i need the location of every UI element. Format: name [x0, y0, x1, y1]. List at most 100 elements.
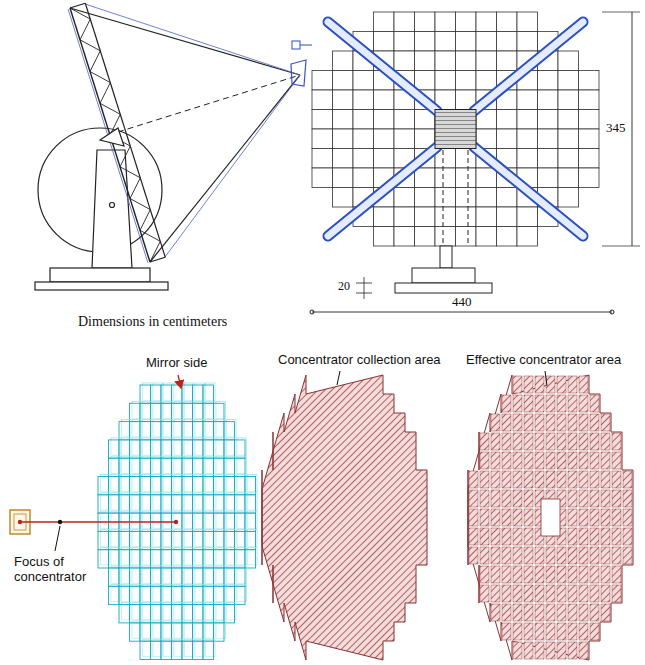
mesh-cell [151, 385, 162, 403]
mirror-facet [476, 71, 497, 91]
effective-cell [546, 452, 555, 469]
area-label: Concentrator collection area [278, 353, 441, 368]
effective-cell [623, 509, 632, 526]
mesh-cell [119, 458, 130, 476]
area-label: Effective concentrator area [466, 353, 621, 368]
cone-line [150, 75, 300, 262]
effective-cell [568, 642, 577, 659]
mesh-cell [193, 403, 204, 421]
mirror-facet [374, 149, 395, 169]
mirror-facet [374, 110, 395, 130]
mesh-cell [214, 513, 225, 531]
effective-cell [480, 433, 489, 450]
mirror-facet [415, 227, 436, 247]
focus-marker [58, 520, 62, 524]
mesh-cell [224, 586, 235, 604]
effective-cell [546, 604, 555, 621]
mesh-cell [151, 550, 162, 568]
mesh-cell [224, 531, 235, 549]
effective-cell [480, 566, 489, 583]
mirror-facet [312, 149, 333, 169]
mesh-cell [172, 458, 183, 476]
effective-cell [612, 547, 621, 564]
effective-cell [513, 490, 522, 507]
mesh-cell [161, 586, 172, 604]
mesh-cell [109, 531, 120, 549]
effective-cell [601, 452, 610, 469]
effective-cell [601, 566, 610, 583]
effective-cell [546, 414, 555, 431]
effective-cell [524, 376, 533, 393]
truss-web [70, 8, 160, 262]
mirror-facet [333, 90, 354, 110]
mirror-facet [312, 168, 333, 188]
mirror-facet [497, 188, 518, 208]
mesh-cell [130, 495, 141, 513]
effective-cell [513, 604, 522, 621]
effective-cell [546, 433, 555, 450]
effective-cell [535, 376, 544, 393]
mesh-cell [140, 440, 151, 458]
mirror-facet [517, 227, 538, 247]
effective-cell [557, 471, 566, 488]
effective-cell [557, 395, 566, 412]
effective-cell [513, 528, 522, 545]
effective-cell [579, 452, 588, 469]
effective-cell [568, 376, 577, 393]
effective-cell [601, 509, 610, 526]
mesh-cell [172, 440, 183, 458]
effective-cell [590, 528, 599, 545]
effective-cell [469, 528, 478, 545]
effective-cell [491, 452, 500, 469]
mesh-cell [161, 641, 172, 659]
focus-label: Focus of concentrator [14, 555, 109, 585]
mirror-facet [312, 110, 333, 130]
front-view [292, 12, 640, 314]
mirror-facet [456, 168, 477, 188]
mesh-cell [140, 458, 151, 476]
mirror-facet [435, 168, 456, 188]
mirror-facet [435, 207, 456, 227]
mirror-facet [476, 188, 497, 208]
mesh-cell [161, 623, 172, 641]
effective-cell [601, 490, 610, 507]
mesh-cell [182, 458, 193, 476]
leader-line [545, 371, 547, 386]
effective-cell [502, 395, 511, 412]
mesh-cell [235, 495, 246, 513]
mesh-cell [140, 403, 151, 421]
mesh-cell [182, 586, 193, 604]
mesh-cell [151, 477, 162, 495]
receiver-square [435, 110, 476, 149]
mirror-facet [538, 71, 559, 91]
mesh-cell [161, 531, 172, 549]
mesh-cell [235, 440, 246, 458]
mesh-cell [203, 403, 214, 421]
mirror-facet [517, 149, 538, 169]
mesh-cell [203, 623, 214, 641]
mesh-cell [161, 477, 172, 495]
mesh-cell [203, 422, 214, 440]
mirror-facet [435, 227, 456, 247]
effective-cell [480, 490, 489, 507]
mesh-cell [182, 495, 193, 513]
optical-axis [118, 75, 300, 132]
effective-cell [524, 585, 533, 602]
leader-arrow [178, 375, 181, 388]
mirror-facet [579, 110, 600, 130]
mesh-cell [140, 586, 151, 604]
effective-cell [623, 490, 632, 507]
mesh-cell [193, 495, 204, 513]
mirror-facet [312, 129, 333, 149]
effective-cell [568, 395, 577, 412]
effective-cell [469, 490, 478, 507]
mesh-cell [151, 495, 162, 513]
mesh-cell [140, 623, 151, 641]
mesh-cell [214, 531, 225, 549]
pivot-hole [110, 203, 115, 208]
mesh-cell [109, 550, 120, 568]
dimension-line [364, 277, 365, 299]
effective-cell [546, 585, 555, 602]
dimension-value: 20 [338, 280, 350, 294]
mirror-facet [558, 51, 579, 71]
